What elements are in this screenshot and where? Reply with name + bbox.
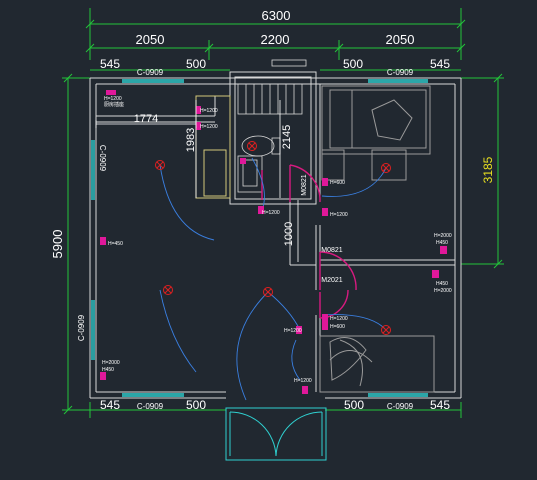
outlet-label: H=450 — [108, 241, 123, 247]
bottom-dimensions — [89, 402, 462, 418]
outlet-label: H=600 — [330, 324, 345, 330]
ceiling-lights — [155, 141, 391, 335]
outlet-icon — [432, 270, 439, 278]
outlet-icon — [100, 372, 106, 380]
bed-bottom — [319, 335, 435, 393]
outlet-label: H=2000 — [434, 288, 452, 294]
dim-seg-right: 2050 — [386, 32, 415, 47]
light-2 — [381, 163, 391, 173]
outlet-icon — [322, 322, 328, 330]
outlet-label: H=1200 — [284, 328, 302, 334]
outlet-label: H=600 — [330, 180, 345, 186]
dim-inner-1000: 1000 — [283, 222, 295, 246]
window-label-left-wall: C-0909 — [77, 314, 86, 341]
outlet-icon — [322, 208, 328, 216]
outlet-icon — [302, 386, 308, 394]
outlet-label: H=1200 — [330, 212, 348, 218]
light-3 — [163, 285, 173, 295]
outlet-icon — [296, 326, 302, 334]
wiring — [159, 157, 387, 401]
outlet-label: H=1200 — [200, 124, 218, 130]
left-dimension — [62, 73, 90, 415]
light-4 — [263, 287, 273, 297]
outlet-label: H450 — [436, 281, 448, 287]
outlet-label: H450 — [436, 240, 448, 246]
dim-top-left-mid: 500 — [186, 57, 206, 71]
outlet-icon — [196, 106, 201, 114]
dim-seg-mid: 2200 — [261, 32, 290, 47]
dim-inner-2145: 2145 — [281, 125, 293, 149]
light-6 — [247, 141, 257, 151]
light-5 — [381, 325, 391, 335]
outlet-label: H=1200 — [104, 96, 122, 102]
dim-total-height: 5900 — [50, 230, 65, 259]
right-dimension — [461, 73, 504, 269]
dim-top-right-gap: 545 — [430, 57, 450, 71]
windows — [91, 79, 428, 397]
outlet-label: H=1200 — [262, 210, 280, 216]
window-label-top-right: C-0909 — [387, 68, 414, 77]
dim-bottom-right-mid: 500 — [344, 398, 364, 412]
dim-top-left-gap: 545 — [100, 57, 120, 71]
door-label-right-lower: M2021 — [321, 277, 343, 284]
top-dimensions — [85, 8, 466, 71]
dim-bottom-left-mid: 500 — [186, 398, 206, 412]
window-label-left-wall-upper: C-0909 — [98, 145, 107, 172]
outlet-icon — [440, 246, 447, 254]
outlet-icon — [100, 237, 106, 245]
dim-seg-left: 2050 — [136, 32, 165, 47]
outlets — [100, 90, 447, 394]
bath-top-strip — [271, 59, 307, 67]
window-label-bottom-right: C-0909 — [387, 402, 414, 411]
outlet-icon — [322, 314, 328, 322]
outlet-label: H=1200 — [330, 316, 348, 322]
dim-bottom-left-gap: 545 — [100, 398, 120, 412]
outlet-label: H=1200 — [200, 108, 218, 114]
inner-dimensions — [95, 100, 299, 262]
dim-top-right-mid: 500 — [343, 57, 363, 71]
dim-total-width: 6300 — [262, 8, 291, 23]
outlet-icon — [322, 178, 328, 186]
dim-inner-1983: 1983 — [185, 128, 197, 152]
dim-inner-1774: 1774 — [134, 113, 158, 125]
outlet-icon — [106, 90, 116, 95]
outlet-icon — [258, 206, 264, 214]
outlet-label: H450 — [102, 367, 114, 373]
outlet-icon — [240, 158, 246, 164]
window-label-top-left: C-0909 — [137, 68, 164, 77]
outlet-icon — [196, 122, 201, 130]
window-label-bottom-left: C-0909 — [137, 402, 164, 411]
entrance-door — [225, 407, 327, 461]
door-label-left: M0821 — [301, 174, 308, 196]
outer-walls — [89, 77, 462, 399]
outlet-label: H=2000 — [434, 233, 452, 239]
doors — [261, 164, 357, 319]
dim-bottom-right-gap: 545 — [430, 398, 450, 412]
dim-right-height: 3185 — [481, 156, 495, 183]
light-1 — [155, 160, 165, 170]
bed-top — [321, 85, 431, 181]
outlet-label: H=2000 — [102, 360, 120, 366]
outlet-label: 厨房插座 — [104, 101, 124, 108]
door-label-right: M0821 — [321, 247, 343, 254]
outlet-label: H=1200 — [294, 378, 312, 384]
